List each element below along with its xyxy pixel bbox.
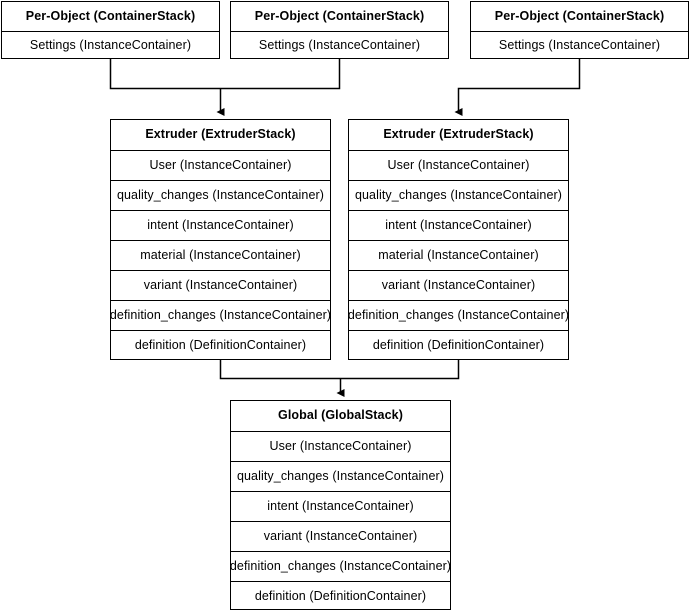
- node-row[interactable]: intent (InstanceContainer): [111, 210, 330, 240]
- edge-extruder2-to-global: [340, 360, 460, 380]
- node-global[interactable]: Global (GlobalStack) User (InstanceContai…: [230, 400, 451, 610]
- node-header: Per-Object (ContainerStack): [25, 8, 196, 23]
- node-per-object-3[interactable]: Per-Object (ContainerStack) Settings (Ins…: [470, 1, 689, 59]
- node-row[interactable]: intent (InstanceContainer): [349, 210, 568, 240]
- node-row[interactable]: User (InstanceContainer): [349, 150, 568, 180]
- node-extruder-2[interactable]: Extruder (ExtruderStack) User (InstanceCo…: [348, 119, 569, 360]
- node-row[interactable]: quality_changes (InstanceContainer): [111, 180, 330, 210]
- node-row[interactable]: material (InstanceContainer): [349, 240, 568, 270]
- node-extruder-1[interactable]: Extruder (ExtruderStack) User (InstanceCo…: [110, 119, 331, 360]
- node-row[interactable]: intent (InstanceContainer): [231, 491, 450, 521]
- edge-extruder1-to-global: [219, 360, 340, 380]
- node-row[interactable]: quality_changes (InstanceContainer): [231, 461, 450, 491]
- node-row[interactable]: User (InstanceContainer): [111, 150, 330, 180]
- node-row[interactable]: definition (DefinitionContainer): [111, 330, 330, 360]
- node-row[interactable]: material (InstanceContainer): [111, 240, 330, 270]
- node-row[interactable]: variant (InstanceContainer): [111, 270, 330, 300]
- node-row[interactable]: definition_changes (InstanceContainer): [110, 300, 331, 330]
- node-row[interactable]: User (InstanceContainer): [231, 431, 450, 461]
- node-header: Extruder (ExtruderStack): [145, 127, 296, 142]
- node-header: Global (GlobalStack): [278, 408, 403, 423]
- node-row[interactable]: definition (DefinitionContainer): [231, 581, 450, 611]
- node-header: Extruder (ExtruderStack): [383, 127, 534, 142]
- node-row[interactable]: definition_changes (InstanceContainer): [348, 300, 569, 330]
- node-row[interactable]: Settings (InstanceContainer): [231, 31, 448, 60]
- edge-perobject1-to-extruder1: [109, 59, 220, 90]
- edge-perobject2-to-extruder1: [220, 59, 341, 90]
- node-row[interactable]: definition_changes (InstanceContainer): [230, 551, 451, 581]
- node-row[interactable]: variant (InstanceContainer): [349, 270, 568, 300]
- node-per-object-1[interactable]: Per-Object (ContainerStack) Settings (Ins…: [1, 1, 220, 59]
- node-row[interactable]: Settings (InstanceContainer): [2, 31, 219, 60]
- node-header: Per-Object (ContainerStack): [494, 8, 665, 23]
- edge-perobject3-to-extruder2: [454, 59, 581, 116]
- node-row[interactable]: quality_changes (InstanceContainer): [349, 180, 568, 210]
- node-header: Per-Object (ContainerStack): [254, 8, 425, 23]
- node-row[interactable]: definition (DefinitionContainer): [349, 330, 568, 360]
- node-row[interactable]: variant (InstanceContainer): [231, 521, 450, 551]
- node-per-object-2[interactable]: Per-Object (ContainerStack) Settings (Ins…: [230, 1, 449, 59]
- node-row[interactable]: Settings (InstanceContainer): [471, 31, 688, 60]
